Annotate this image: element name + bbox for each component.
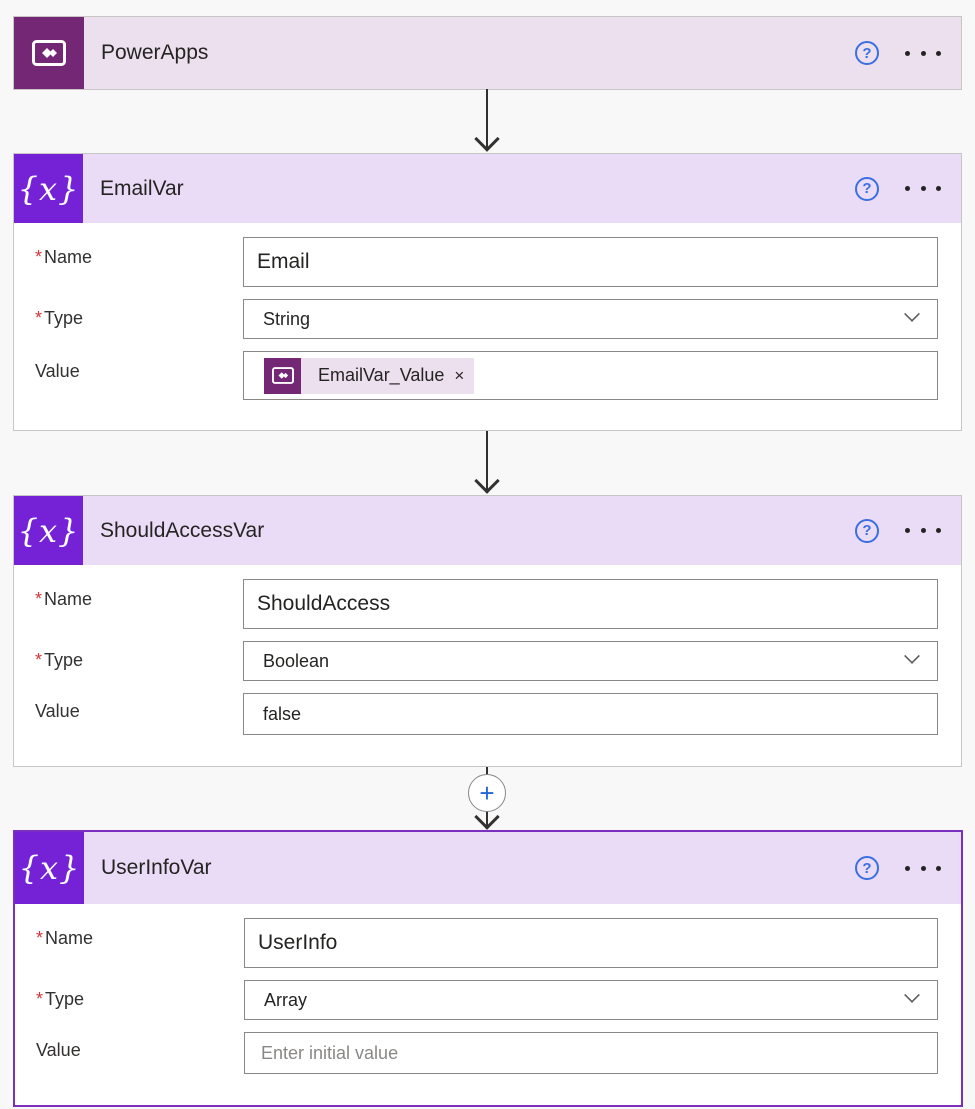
connector-line [486, 431, 488, 491]
name-field-row: *Name ShouldAccess [35, 579, 938, 629]
help-icon[interactable]: ? [855, 856, 879, 880]
value-field-row: Value EmailVar_Value × [35, 351, 938, 400]
type-selected-value: Boolean [263, 650, 330, 671]
type-dropdown[interactable]: Boolean [243, 641, 938, 681]
value-placeholder: Enter initial value [261, 1042, 399, 1063]
step-card-emailvar[interactable]: {x} EmailVar ? *Name Email *Type String … [13, 153, 962, 431]
type-label: *Type [35, 650, 84, 670]
required-marker: * [36, 989, 44, 1009]
value-field-row: Value false [35, 693, 938, 735]
name-input[interactable]: Email [243, 237, 938, 287]
help-icon[interactable]: ? [855, 41, 879, 65]
name-label: *Name [36, 928, 94, 948]
variable-icon: {x} [15, 832, 84, 904]
name-label: *Name [35, 589, 93, 609]
token-label: EmailVar_Value [318, 365, 445, 385]
powerapps-icon [14, 17, 84, 89]
type-selected-value: Array [264, 989, 308, 1010]
value-input[interactable]: EmailVar_Value × [243, 351, 938, 400]
step-title: EmailVar [100, 176, 184, 200]
step-title: ShouldAccessVar [100, 518, 265, 542]
chevron-down-icon [904, 987, 920, 1003]
trigger-card-header[interactable]: PowerApps ? [14, 17, 961, 89]
required-marker: * [35, 308, 43, 328]
step-card-header[interactable]: {x} ShouldAccessVar ? [14, 496, 961, 565]
powerapps-icon [264, 357, 301, 394]
help-icon[interactable]: ? [855, 518, 879, 543]
more-options-icon[interactable] [905, 858, 941, 878]
name-field-row: *Name UserInfo [36, 918, 938, 968]
value-input[interactable]: Enter initial value [244, 1032, 938, 1074]
type-dropdown[interactable]: String [243, 299, 938, 339]
connector-line [486, 89, 488, 149]
close-icon[interactable]: × [454, 365, 465, 385]
required-marker: * [36, 928, 44, 948]
insert-step-button[interactable]: + [468, 774, 506, 812]
value-field-row: Value Enter initial value [36, 1032, 938, 1074]
dynamic-content-token[interactable]: EmailVar_Value × [264, 357, 475, 394]
name-input[interactable]: ShouldAccess [243, 579, 938, 629]
step-card-header[interactable]: {x} UserInfoVar ? [15, 832, 961, 904]
name-label: *Name [35, 247, 93, 267]
type-label: *Type [35, 308, 84, 328]
required-marker: * [35, 247, 43, 267]
required-marker: * [35, 589, 43, 609]
help-icon[interactable]: ? [855, 176, 879, 201]
step-card-header[interactable]: {x} EmailVar ? [14, 154, 961, 223]
arrow-down-icon [474, 126, 500, 152]
type-field-row: *Type Array [36, 980, 938, 1020]
more-options-icon[interactable] [905, 43, 941, 63]
value-label: Value [35, 701, 80, 721]
trigger-card-powerapps[interactable]: PowerApps ? [13, 16, 962, 90]
step-card-body: *Name ShouldAccess *Type Boolean Value f… [14, 565, 961, 761]
more-options-icon[interactable] [905, 521, 941, 541]
type-field-row: *Type Boolean [35, 641, 938, 681]
name-input[interactable]: UserInfo [244, 918, 938, 968]
variable-icon: {x} [14, 154, 83, 223]
step-card-userinfovar[interactable]: {x} UserInfoVar ? *Name UserInfo *Type A… [13, 830, 963, 1107]
step-card-body: *Name Email *Type String Value [14, 223, 961, 426]
more-options-icon[interactable] [905, 179, 941, 199]
step-card-shouldaccessvar[interactable]: {x} ShouldAccessVar ? *Name ShouldAccess… [13, 495, 962, 767]
step-title: UserInfoVar [101, 856, 212, 879]
arrow-down-icon [474, 468, 500, 494]
step-card-body: *Name UserInfo *Type Array Value Enter i… [15, 904, 961, 1100]
type-label: *Type [36, 989, 85, 1009]
trigger-title: PowerApps [101, 41, 209, 64]
type-field-row: *Type String [35, 299, 938, 339]
chevron-down-icon [904, 306, 920, 322]
name-field-row: *Name Email [35, 237, 938, 287]
value-input[interactable]: false [243, 693, 938, 735]
variable-icon: {x} [14, 496, 83, 565]
required-marker: * [35, 650, 43, 670]
chevron-down-icon [904, 648, 920, 664]
value-label: Value [35, 361, 80, 381]
type-dropdown[interactable]: Array [244, 980, 938, 1020]
value-label: Value [36, 1040, 81, 1060]
type-selected-value: String [263, 308, 311, 329]
